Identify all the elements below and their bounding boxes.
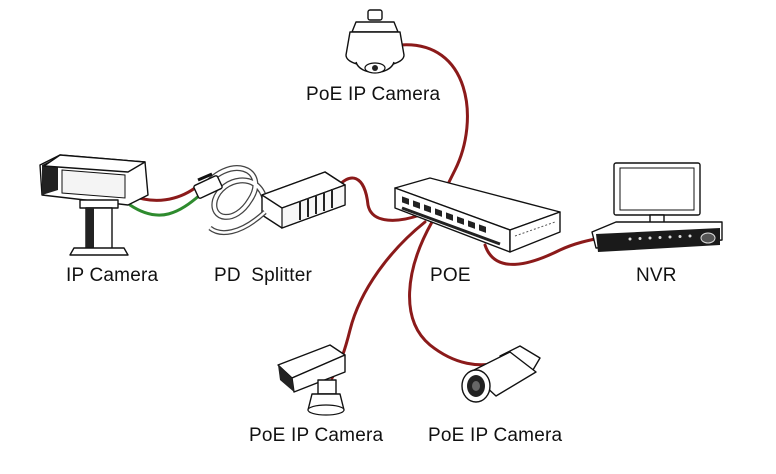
cable-splitter-to-poe bbox=[333, 176, 422, 222]
bullet-camera-right-label: PoE IP Camera bbox=[428, 425, 563, 446]
cable-poe-to-bullet-right bbox=[408, 220, 502, 367]
bullet-camera-icon bbox=[461, 345, 541, 403]
poe-switch-label: POE bbox=[430, 265, 471, 286]
nvr-icon bbox=[591, 221, 723, 252]
monitor-icon bbox=[613, 162, 701, 229]
cable-poe-to-nvr bbox=[483, 236, 602, 266]
pd-splitter-label: PD Splitter bbox=[214, 265, 313, 286]
ptz-dome-camera-icon bbox=[345, 9, 405, 74]
ptz-camera-label: PoE IP Camera bbox=[306, 84, 441, 105]
poe-switch-icon bbox=[394, 177, 561, 253]
ip-camera-label: IP Camera bbox=[66, 265, 159, 286]
cable-ipcam-data-green bbox=[128, 193, 202, 217]
bullet-camera-icon bbox=[277, 344, 346, 416]
pd-splitter-icon bbox=[193, 165, 346, 236]
box-camera-icon bbox=[39, 154, 149, 256]
nvr-label: NVR bbox=[636, 265, 677, 286]
bullet-camera-left-label: PoE IP Camera bbox=[249, 425, 384, 446]
